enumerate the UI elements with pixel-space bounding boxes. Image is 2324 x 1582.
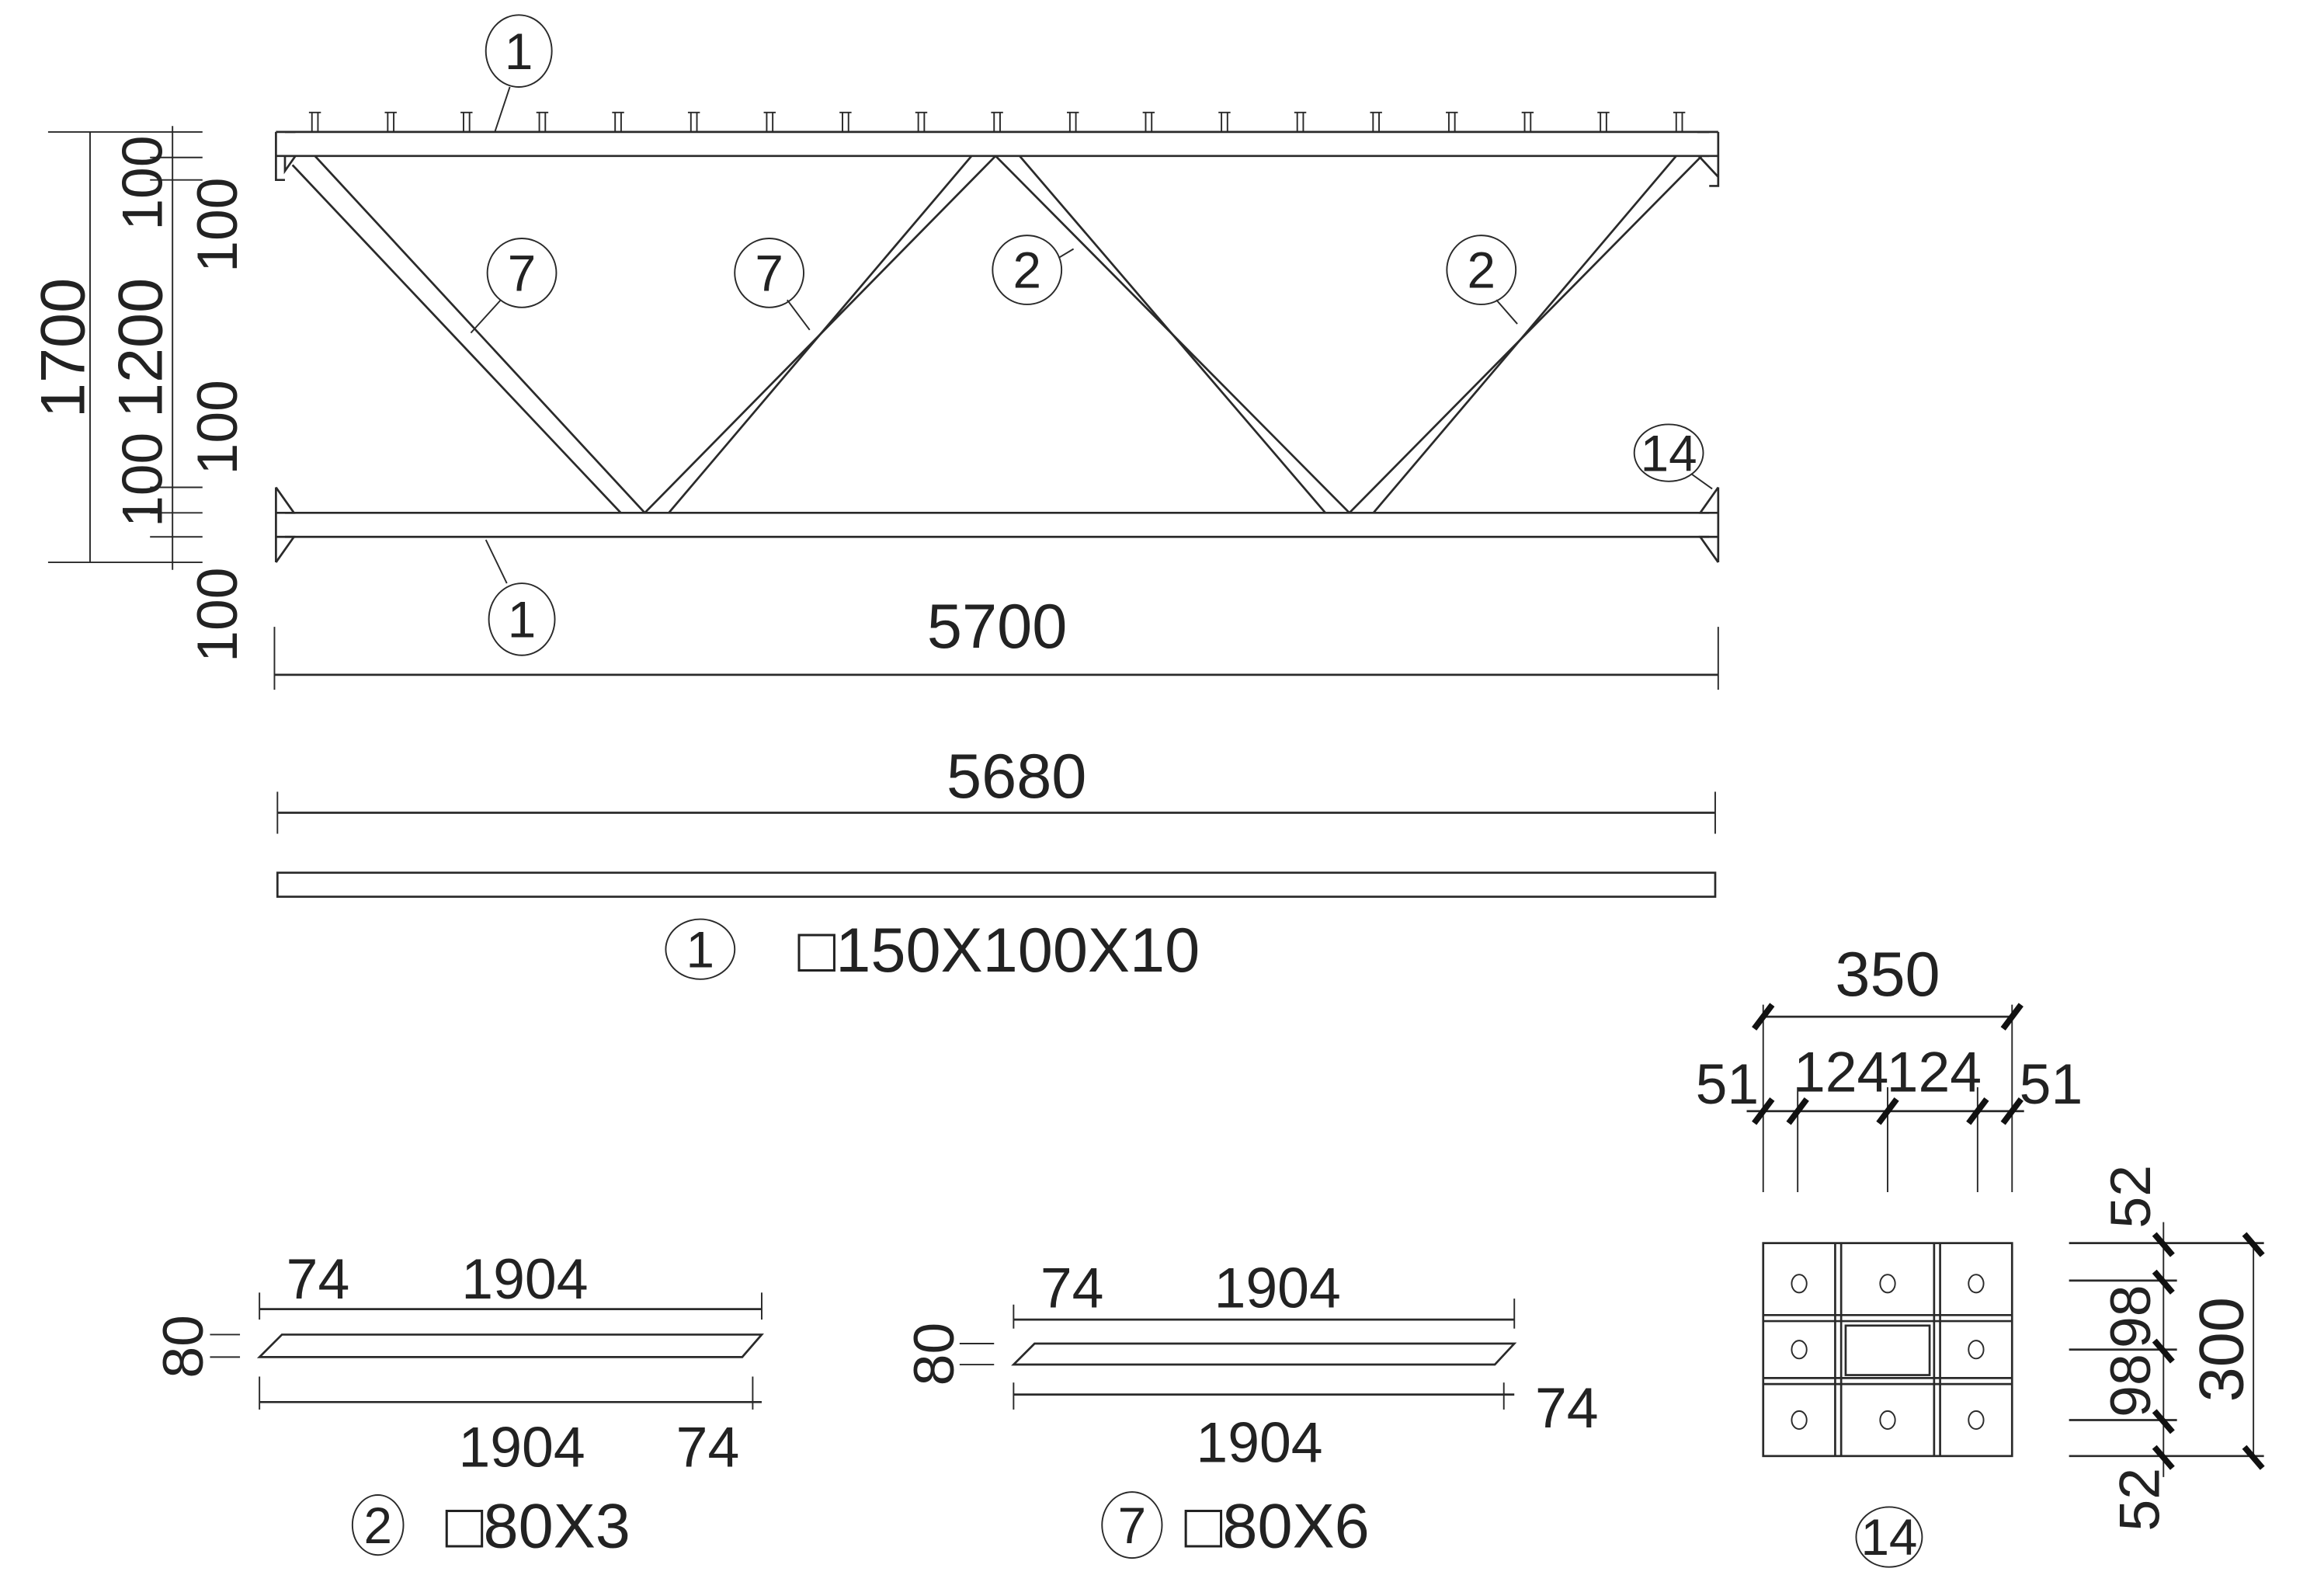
shear-stud-icon bbox=[1067, 111, 1079, 132]
part-tag: 1 bbox=[686, 921, 715, 978]
callout-web-2a: 2 bbox=[992, 235, 1075, 305]
dim-text: 1200 bbox=[106, 278, 176, 418]
part-7-detail: 74 1904 80 1904 74 7 □80X6 bbox=[902, 1257, 1599, 1562]
shear-stud-icon bbox=[308, 111, 321, 132]
callout-label: 1 bbox=[505, 23, 533, 80]
dim-text: 124 bbox=[1794, 1041, 1888, 1104]
shear-studs bbox=[308, 111, 1686, 132]
shear-stud-icon bbox=[1370, 111, 1382, 132]
dim-text: 51 bbox=[2020, 1052, 2083, 1116]
dim-text: 1904 bbox=[1196, 1411, 1322, 1475]
section-label: □80X3 bbox=[446, 1492, 631, 1562]
shear-stud-icon bbox=[915, 111, 928, 132]
web-members bbox=[291, 155, 1703, 514]
callout-label: 14 bbox=[1641, 425, 1697, 482]
section-label: □80X6 bbox=[1184, 1492, 1369, 1562]
shear-stud-icon bbox=[460, 111, 473, 132]
bolt-holes bbox=[1791, 1274, 1985, 1431]
part-tag: 2 bbox=[363, 1497, 392, 1554]
end-plate bbox=[1762, 1242, 2013, 1458]
dim-text: 52 bbox=[2107, 1468, 2171, 1532]
dim-text: 100 bbox=[186, 380, 249, 475]
part-2-bar bbox=[256, 1333, 764, 1358]
dim-text: 51 bbox=[1696, 1052, 1760, 1116]
shear-stud-icon bbox=[536, 111, 549, 132]
dim-overall-length: 5700 bbox=[273, 592, 1719, 690]
dim-text: 74 bbox=[1535, 1376, 1599, 1440]
dim-text: 5680 bbox=[947, 742, 1086, 812]
dim-text: 80 bbox=[151, 1315, 215, 1379]
callout-label: 2 bbox=[1468, 242, 1496, 299]
shear-stud-icon bbox=[1673, 111, 1686, 132]
shear-stud-icon bbox=[1142, 111, 1155, 132]
shear-stud-icon bbox=[1446, 111, 1458, 132]
shear-stud-icon bbox=[687, 111, 700, 132]
callout-label: 1 bbox=[508, 592, 537, 648]
dim-text: 300 bbox=[2187, 1297, 2257, 1402]
callout-label: 7 bbox=[755, 245, 783, 302]
dim-text: 98 bbox=[2099, 1354, 2162, 1417]
dim-text: 98 bbox=[2099, 1285, 2162, 1348]
dim-text: 124 bbox=[1887, 1041, 1982, 1104]
callout-web-7b: 7 bbox=[734, 238, 811, 331]
dim-text: 74 bbox=[287, 1247, 350, 1311]
dim-text: 1904 bbox=[461, 1247, 588, 1311]
callout-label: 2 bbox=[1013, 242, 1041, 299]
callout-bottom-chord: 1 bbox=[485, 539, 556, 656]
dim-text: 100 bbox=[111, 135, 175, 230]
dim-heights: 1700 1200 100 100 100 100 100 bbox=[28, 126, 249, 662]
top-chord bbox=[275, 130, 1720, 187]
dim-text: 5700 bbox=[927, 592, 1067, 662]
section-label: □150X100X10 bbox=[797, 916, 1200, 986]
dim-text: 1700 bbox=[28, 278, 98, 418]
part-7-bar bbox=[1011, 1342, 1517, 1366]
bottom-chord bbox=[275, 486, 1720, 563]
shear-stud-icon bbox=[839, 111, 852, 132]
dim-text: 52 bbox=[2099, 1165, 2162, 1229]
shear-stud-icon bbox=[763, 111, 776, 132]
dim-text: 80 bbox=[902, 1323, 966, 1386]
shear-stud-icon bbox=[1521, 111, 1534, 132]
shear-stud-icon bbox=[612, 111, 624, 132]
dim-text: 1904 bbox=[458, 1415, 585, 1479]
truss-elevation: 1 7 7 2 2 14 1 bbox=[28, 14, 1720, 690]
shear-stud-icon bbox=[1597, 111, 1610, 132]
part-tag: 14 bbox=[1860, 1509, 1917, 1566]
shear-stud-icon bbox=[384, 111, 397, 132]
callout-end-plate: 14 bbox=[1633, 423, 1713, 490]
callout-web-7a: 7 bbox=[470, 238, 558, 334]
part-tag: 7 bbox=[1118, 1497, 1147, 1554]
part-1-detail: 5680 1 □150X100X10 bbox=[276, 742, 1717, 986]
dim-text: 1904 bbox=[1214, 1257, 1341, 1320]
part-2-detail: 74 1904 80 1904 74 2 □80X3 bbox=[151, 1247, 764, 1562]
dim-text: 100 bbox=[186, 177, 249, 272]
dim-text: 100 bbox=[111, 433, 175, 527]
callout-top-chord: 1 bbox=[485, 14, 553, 133]
dim-text: 350 bbox=[1835, 940, 1940, 1010]
dim-text: 100 bbox=[186, 567, 249, 662]
shear-stud-icon bbox=[991, 111, 1003, 132]
shear-stud-icon bbox=[1294, 111, 1307, 132]
dim-text: 74 bbox=[676, 1415, 740, 1479]
part-14-detail: 350 51 124 124 51 bbox=[1696, 940, 2265, 1568]
part-1-bar bbox=[276, 871, 1717, 898]
callout-web-2b: 2 bbox=[1446, 235, 1518, 325]
dim-text: 74 bbox=[1040, 1257, 1104, 1320]
callout-label: 7 bbox=[508, 245, 537, 302]
shear-stud-icon bbox=[1218, 111, 1231, 132]
